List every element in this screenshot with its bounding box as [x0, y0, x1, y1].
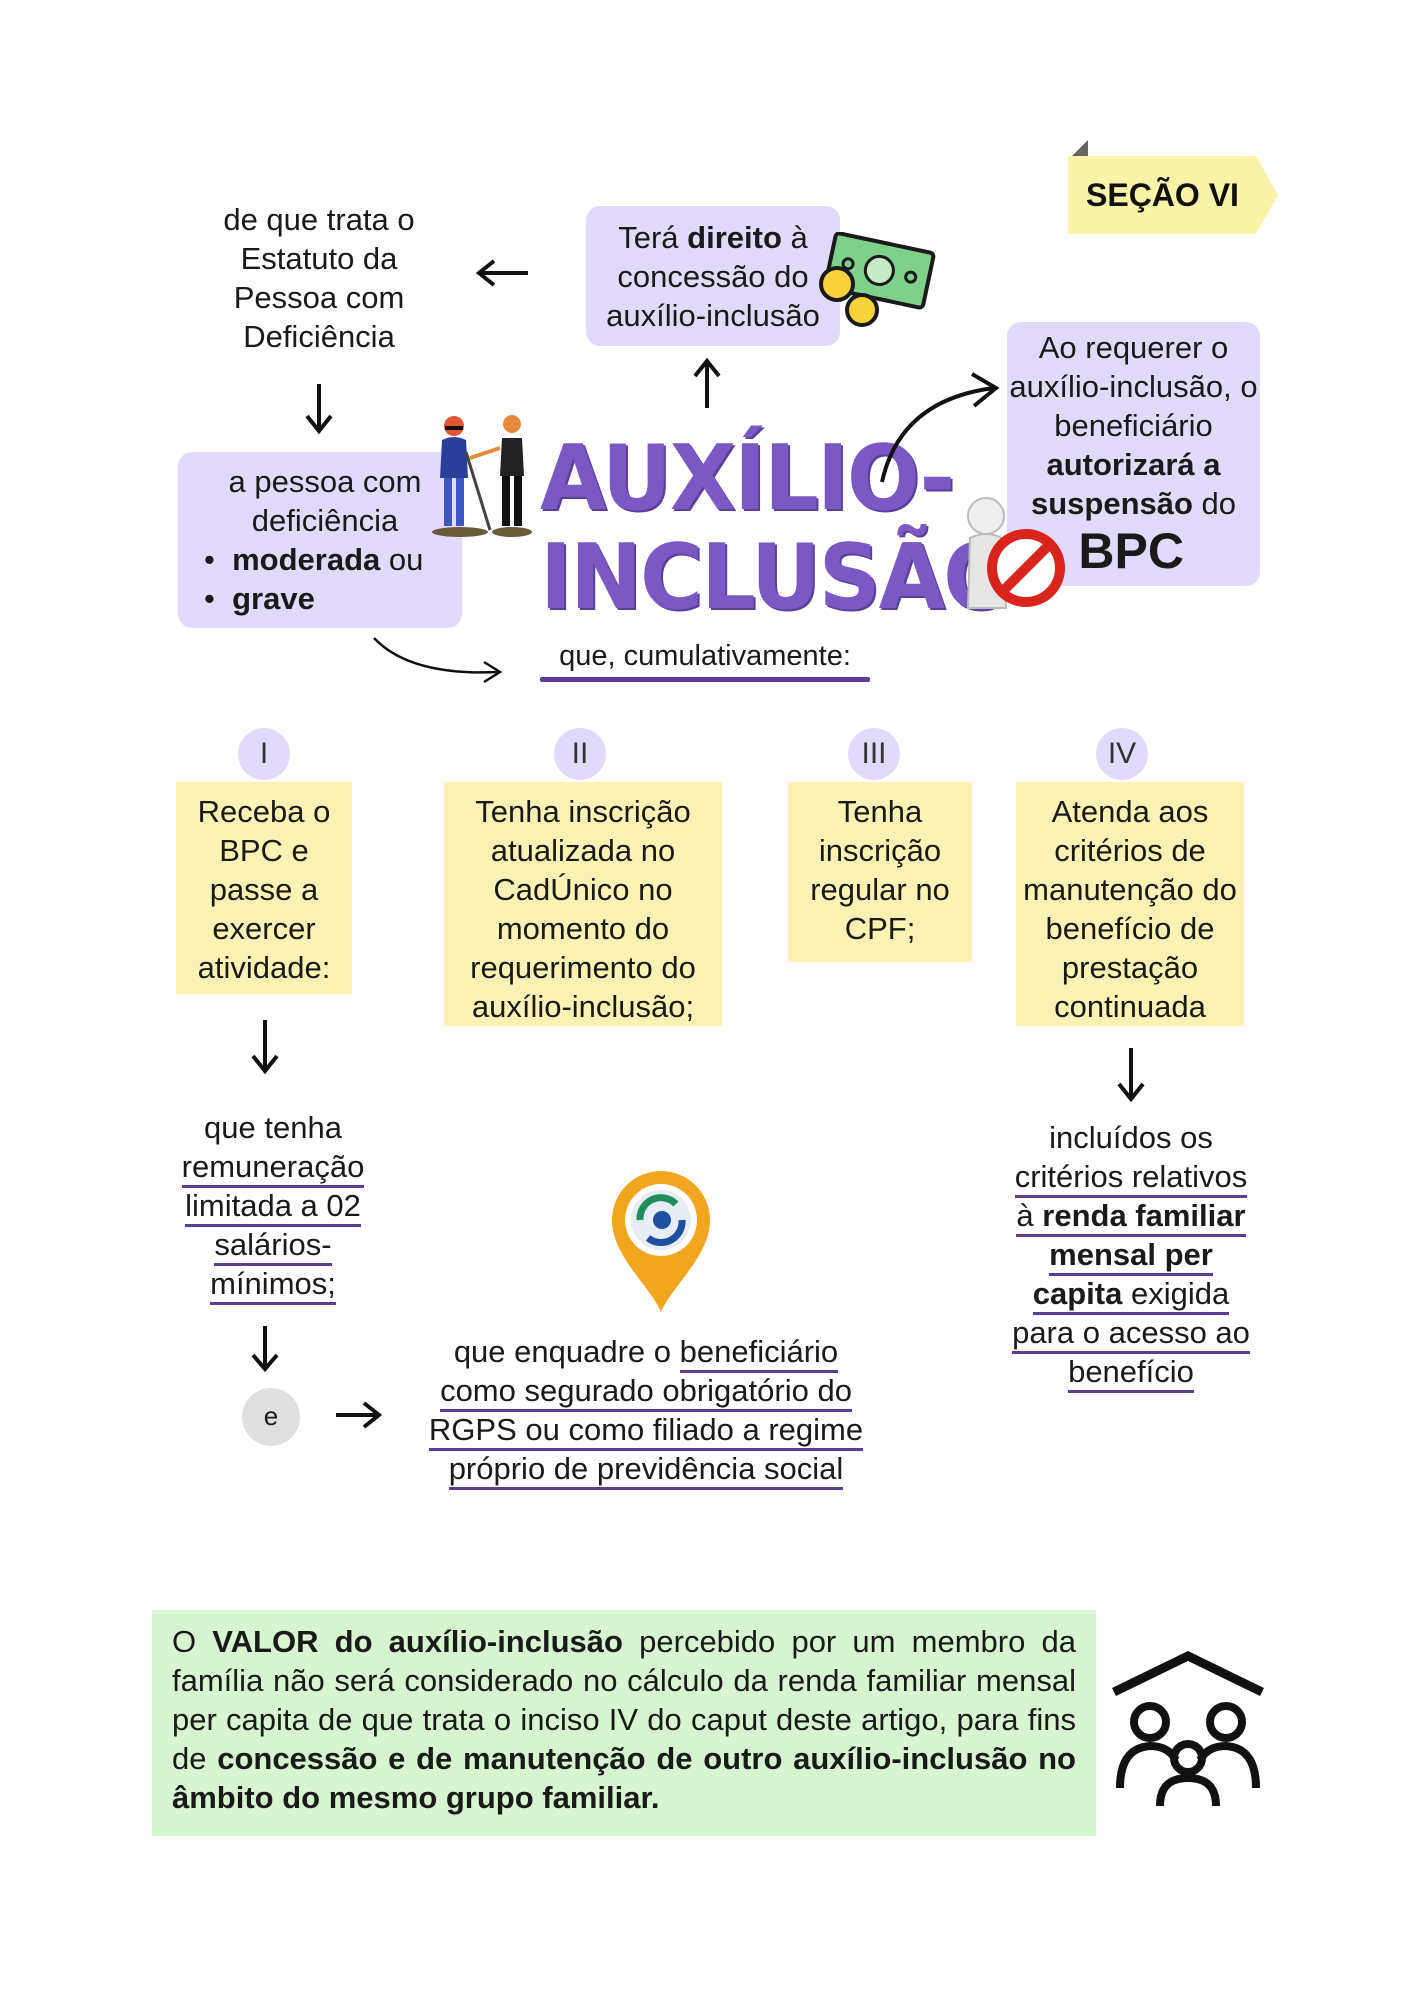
valor-text-bold-2: concessão e de manutenção de outro auxíl… [172, 1741, 1076, 1815]
remuneracao-line-1: remuneração [181, 1149, 365, 1188]
bpc-box: Ao requerer o auxílio-inclusão, o benefi… [1007, 322, 1260, 586]
bpc-text-bold: autorizará a suspensão [1030, 447, 1221, 521]
req-box-3: Tenha inscrição regular no CPF; [788, 782, 972, 962]
tag-fold-icon [1072, 140, 1088, 156]
remuneracao-line-4: mínimos; [210, 1266, 336, 1305]
req-num-4: IV [1096, 728, 1148, 780]
req-box-2: Tenha inscrição atualizada no CadÚnico n… [444, 782, 722, 1026]
remuneracao-line-2: limitada a 02 [185, 1188, 361, 1227]
location-pin-icon [612, 1171, 710, 1312]
criterios-line-3b: renda familiar [1042, 1198, 1246, 1233]
estatuto-text: de que trata o Estatuto da Pessoa com De… [223, 202, 415, 354]
page-title: AUXÍLIO- INCLUSÃO [540, 426, 1016, 630]
rgps-line-2: como segurado obrigatório do [440, 1373, 852, 1412]
criterios-line-1: incluídos os [1049, 1120, 1213, 1155]
bpc-text-1: Ao requerer o auxílio-inclusão, o benefi… [1009, 330, 1258, 443]
section-tag-wrap: SEÇÃO VI [1068, 140, 1278, 234]
connector-underline [540, 677, 870, 682]
remuneracao-lead: que tenha [204, 1110, 342, 1145]
curved-arrow-icon [880, 372, 1000, 483]
arrow-down-icon-4 [1117, 1048, 1145, 1103]
e-connector: e [242, 1388, 300, 1446]
bpc-label: BPC [1078, 523, 1184, 579]
criterios-line-5a: capita [1032, 1276, 1123, 1311]
req-num-1: I [238, 728, 290, 780]
criterios-line-5b: exigida [1122, 1276, 1230, 1311]
pessoa-item-1: • moderada ou [204, 542, 424, 577]
valor-text-2: percebido por um membro da família não s… [172, 1624, 1076, 1776]
criterios-line-4: mensal per [1049, 1237, 1213, 1272]
rgps-text: que enquadre o beneficiário como segurad… [416, 1332, 876, 1490]
valor-box: O VALOR do auxílio-inclusão percebido po… [152, 1610, 1096, 1836]
arrow-up-icon [693, 357, 721, 408]
family-home-icon [1112, 1650, 1264, 1807]
bpc-text-2: do [1192, 486, 1237, 521]
tag-arrow-tip [1256, 156, 1278, 234]
right-box: Terá direito à concessão do auxílio-incl… [586, 206, 840, 346]
arrow-left-icon [475, 259, 528, 287]
criterios-line-6: para o acesso ao [1012, 1315, 1250, 1354]
rgps-lead: que enquadre o [453, 1334, 680, 1369]
connector-text: que, cumulativamente: [559, 640, 851, 672]
right-text-2: à concessão do auxílio-inclusão [606, 220, 820, 333]
prohibition-icon [966, 497, 1065, 609]
rgps-line-4: próprio de previdência social [448, 1451, 844, 1490]
connector-arrow-icon [373, 637, 503, 684]
title-line-2: INCLUSÃO [540, 524, 1016, 630]
rgps-line-1: beneficiário [679, 1334, 839, 1373]
title-line-1: AUXÍLIO- [540, 426, 955, 532]
req-num-3: III [848, 728, 900, 780]
remuneracao-text: que tenha remuneração limitada a 02 salá… [166, 1108, 380, 1305]
arrow-down-icon [305, 384, 333, 435]
arrow-down-icon-2 [251, 1020, 279, 1075]
req-box-1: Receba o BPC e passe a exercer atividade… [176, 782, 352, 994]
valor-text-1: O [172, 1624, 213, 1659]
section-tag: SEÇÃO VI [1068, 156, 1256, 234]
pessoa-item-2: • grave [204, 581, 315, 616]
criterios-line-3a: à [1016, 1198, 1043, 1233]
pessoa-box: a pessoa com deficiência • moderada ou •… [178, 452, 462, 628]
rgps-line-3: RGPS ou como filiado a regime [428, 1412, 864, 1451]
right-text-bold: direito [687, 220, 782, 255]
arrow-down-icon-3 [251, 1326, 279, 1373]
people-icon [432, 415, 532, 537]
criterios-line-2: critérios relativos [1014, 1159, 1248, 1198]
criterios-text: incluídos os critérios relativos à renda… [996, 1118, 1266, 1393]
req-box-4: Atenda aos critérios de manutenção do be… [1016, 782, 1244, 1026]
right-text-1: Terá [618, 220, 688, 255]
req-num-2: II [554, 728, 606, 780]
pessoa-intro: a pessoa com deficiência [228, 464, 422, 538]
remuneracao-line-3: salários- [214, 1227, 332, 1266]
criterios-line-7: benefício [1068, 1354, 1194, 1393]
money-icon [819, 232, 936, 327]
valor-text-bold-1: VALOR do auxílio-inclusão [212, 1624, 623, 1659]
arrow-right-icon [336, 1401, 382, 1429]
